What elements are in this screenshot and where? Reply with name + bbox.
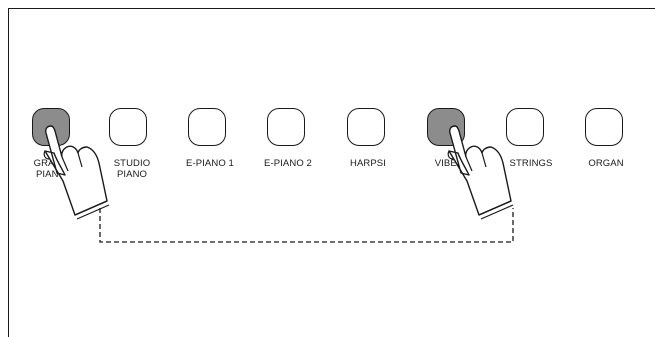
tone-button-organ[interactable] (585, 108, 623, 146)
tone-button-e-piano-1[interactable] (188, 108, 226, 146)
pointing-hand-icon (447, 125, 514, 220)
tone-label-line1: E-PIANO 2 (264, 158, 312, 169)
tone-label-strings: STRINGS (491, 158, 571, 169)
tone-label-vibes: VIBES (409, 158, 489, 169)
tone-button-strings[interactable] (506, 108, 544, 146)
tone-label-line1: HARPSI (350, 158, 386, 169)
tone-label-e-piano-2: E-PIANO 2 (248, 158, 328, 169)
tone-label-line1: GRAND (33, 158, 69, 169)
tone-label-line1: E-PIANO 1 (186, 158, 234, 169)
tone-label-line1: ORGAN (588, 158, 624, 169)
tone-label-line2: PIANO (116, 169, 148, 180)
tone-button-studio-piano[interactable] (109, 108, 147, 146)
tone-label-studio-piano: STUDIO PIANO (92, 158, 172, 180)
tone-label-line1: VIBES (434, 158, 464, 169)
tone-label-line2: PIANO (35, 169, 67, 180)
tone-label-line1: STUDIO (113, 158, 151, 169)
tone-label-line1: STRINGS (509, 158, 553, 169)
dashed-connector (99, 208, 514, 243)
tone-label-organ: ORGAN (566, 158, 646, 169)
diagram-frame (8, 8, 655, 337)
pointing-hand-icon (43, 125, 110, 220)
tone-label-e-piano-1: E-PIANO 1 (170, 158, 250, 169)
tone-label-harpsi: HARPSI (328, 158, 408, 169)
tone-button-harpsi[interactable] (347, 108, 385, 146)
tone-button-e-piano-2[interactable] (267, 108, 305, 146)
tone-label-grand-piano: GRAND PIANO (11, 158, 91, 180)
